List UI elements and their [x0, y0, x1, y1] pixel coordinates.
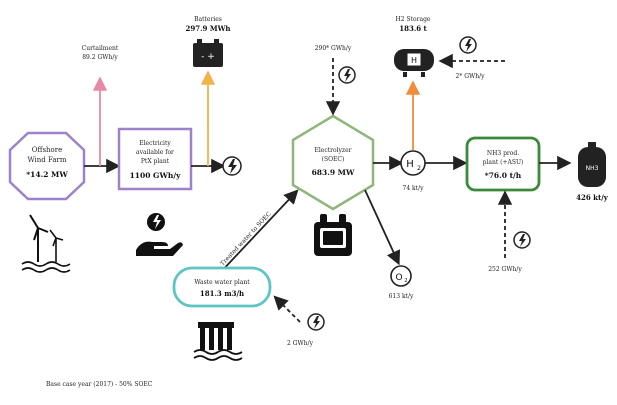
curtailment-title: Curtailment: [82, 45, 119, 52]
lightning-icon: [222, 156, 242, 176]
h2-storage-title: H2 Storage: [396, 16, 431, 23]
nh3-plant-value: *76.0 t/h: [485, 171, 522, 180]
curtailment-value: 89.2 GWh/y: [82, 54, 118, 61]
factory-icon: [193, 322, 243, 361]
hand-lightning-icon: [136, 213, 183, 256]
wind-farm-line1: Offshore: [32, 146, 63, 154]
wastewater-power-value: 2 GWh/y: [287, 340, 314, 347]
curtailment-flow: Curtailment 89.2 GWh/y: [82, 45, 119, 166]
h2-label: H: [406, 159, 414, 170]
h2-value: 74 kt/y: [403, 185, 425, 192]
batteries-node: Batteries 297.9 MWh - +: [185, 16, 231, 67]
electrolyzer-line2: (SOEC): [322, 156, 345, 163]
electrolyzer-power-value: 290* GWh/y: [315, 45, 352, 52]
electrolyzer-stack-icon: [314, 214, 352, 256]
nh3-tank-icon: NH3: [578, 142, 606, 187]
o2-label: O: [395, 273, 402, 283]
wastewater-node: Waste water plant 181.3 m3/h: [172, 266, 272, 308]
o2-node: O 2 613 kt/y: [389, 265, 414, 300]
batteries-title: Batteries: [194, 16, 222, 23]
nh3-power-flow: 252 GWh/y: [488, 190, 531, 273]
battery-icon: - +: [193, 39, 223, 67]
lightning-icon: [307, 313, 325, 331]
electricity-node: Electricity available for PtX plant 1100…: [117, 127, 193, 191]
nh3-plant-line1: NH3 prod.: [487, 150, 519, 157]
wastewater-value: 181.3 m3/h: [200, 289, 244, 298]
wind-farm-node: Offshore Wind Farm *14.2 MW: [8, 131, 86, 201]
h2-storage-value: 183.6 t: [399, 24, 427, 33]
electricity-line3: PtX plant: [141, 158, 170, 165]
wastewater-power-flow: 2 GWh/y: [273, 295, 325, 347]
batteries-value: 297.9 MWh: [185, 24, 230, 33]
electricity-line2: available for: [136, 149, 174, 156]
wind-farm-line2: Wind Farm: [27, 156, 66, 164]
arrow-electrolyzer-to-o2: [364, 189, 401, 266]
wind-turbine-icon: [21, 214, 71, 273]
nh3-plant-node: NH3 prod. plant (+ASU) *76.0 t/h: [465, 136, 541, 192]
svg-text:- +: - +: [201, 52, 215, 62]
electrolyzer-line1: Electrolyzer: [315, 147, 352, 154]
h2-tank-icon: H: [394, 49, 434, 77]
electrolyzer-value: 683.9 MW: [312, 168, 355, 177]
h2-storage-node: H2 Storage 183.6 t H: [394, 16, 434, 77]
electricity-value: 1100 GWh/y: [130, 171, 182, 180]
electrolyzer-node: Electrolyzer (SOEC) 683.9 MW: [291, 114, 375, 211]
footnote: Base case year (2017) - 50% SOEC: [46, 381, 153, 388]
lightning-icon: [459, 36, 477, 54]
o2-value: 613 kt/y: [389, 293, 414, 300]
nh3-tank-node: NH3 426 kt/y: [576, 142, 609, 202]
electrolyzer-power-flow: 290* GWh/y: [315, 45, 356, 116]
h2-sub: 2: [417, 165, 421, 172]
o2-sub: 2: [404, 278, 407, 284]
wind-farm-value: *14.2 MW: [26, 170, 68, 179]
lightning-icon: [338, 66, 356, 84]
electricity-line1: Electricity: [139, 140, 171, 147]
h2-node: H 2 74 kt/y: [400, 150, 426, 192]
lightning-icon: [513, 231, 531, 249]
nh3-plant-line2: plant (+ASU): [483, 159, 524, 166]
nh3-tank-value: 426 kt/y: [576, 193, 609, 202]
nh3-power-value: 252 GWh/y: [488, 266, 522, 273]
h2-storage-power-value: 2* GWh/y: [456, 73, 486, 80]
treated-water-label: Treated water to SOEC: [219, 210, 273, 267]
svg-text:H: H: [411, 56, 417, 65]
h2-storage-power-flow: 2* GWh/y: [438, 36, 505, 80]
wastewater-line1: Waste water plant: [194, 279, 250, 286]
treated-water-flow: Treated water to SOEC: [217, 189, 299, 276]
nh3-tank-label: NH3: [586, 165, 599, 172]
